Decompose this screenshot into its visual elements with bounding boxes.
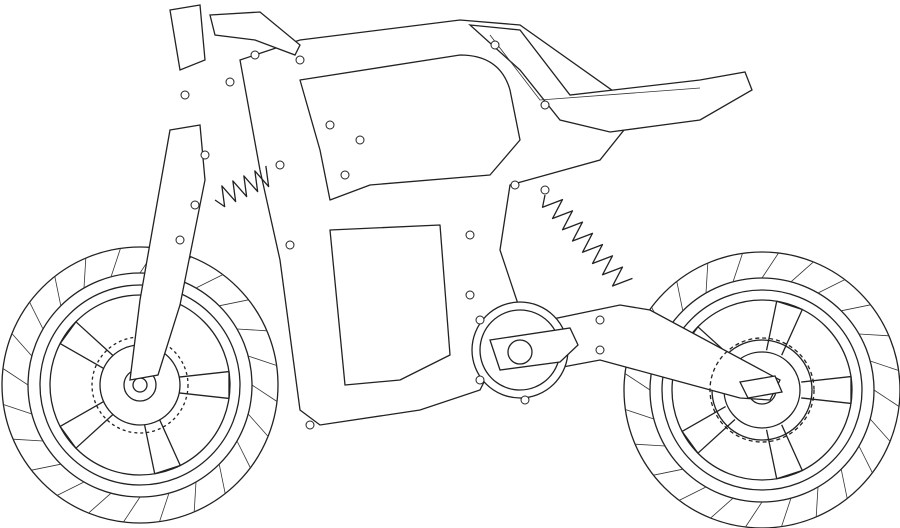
tire-tread — [195, 274, 223, 289]
tire-tread — [193, 481, 197, 512]
frame-bolts — [175, 40, 605, 430]
rear-shock — [541, 194, 633, 287]
motor — [471, 301, 579, 399]
bolt — [225, 77, 235, 87]
bolt — [190, 200, 200, 210]
bolt — [285, 240, 295, 250]
tire-tread — [83, 258, 87, 289]
frame — [239, 19, 641, 426]
bolt — [340, 170, 350, 180]
tire-tread — [873, 389, 900, 407]
wheel-spoke — [681, 406, 736, 454]
tire-tread — [732, 253, 743, 282]
wheel-spoke — [143, 419, 181, 475]
tire-tread — [57, 481, 85, 496]
tire-tread — [236, 328, 267, 332]
tire-tread — [3, 404, 32, 415]
wheel-spoke — [179, 370, 230, 400]
bolt — [510, 180, 520, 190]
tire-tread — [236, 440, 251, 468]
rear-sprocket — [709, 337, 815, 443]
tire-tread — [858, 333, 889, 337]
bolt — [595, 345, 605, 355]
bolt — [180, 90, 190, 100]
tire-tread — [781, 498, 792, 527]
tire-tread — [625, 409, 654, 420]
bolt — [295, 55, 305, 65]
tire-tread — [790, 261, 814, 283]
tire-tread — [745, 501, 763, 528]
tire-tread — [54, 276, 62, 306]
front-wheel — [1, 246, 279, 524]
handlebar — [209, 11, 301, 56]
tire-tread — [817, 279, 845, 294]
bolt — [305, 420, 315, 430]
tire-tread — [2, 368, 29, 386]
bolt — [250, 50, 260, 60]
tire-tread — [815, 486, 819, 517]
tire-tread — [840, 469, 848, 499]
tire-tread — [841, 304, 871, 312]
tire-tread — [653, 468, 683, 476]
wheel-spoke — [59, 321, 114, 369]
battery — [329, 224, 451, 386]
tire-tread — [858, 445, 873, 473]
chain-adjuster — [739, 375, 783, 399]
bolt — [200, 150, 210, 160]
tire-tread — [88, 492, 112, 514]
tire-tread — [123, 496, 141, 523]
bolt — [595, 315, 605, 325]
tire-tread — [705, 263, 709, 294]
tire-tread — [870, 360, 899, 371]
tire-tread — [29, 302, 44, 330]
tire-tread — [679, 486, 707, 501]
front-shock — [214, 165, 270, 208]
tire-tread — [710, 497, 734, 519]
bolt — [490, 40, 500, 50]
bolt — [540, 185, 550, 195]
tire-tread — [248, 355, 277, 366]
tire-tread — [251, 384, 278, 402]
bolt — [475, 375, 485, 385]
bolt — [465, 290, 475, 300]
bolt — [275, 160, 285, 170]
tire-tread — [13, 438, 44, 442]
bolt — [325, 120, 335, 130]
tire-tread — [219, 299, 249, 307]
tire-tread — [110, 248, 121, 277]
bolt — [175, 235, 185, 245]
tire-tread — [11, 333, 33, 357]
tire-tread — [624, 373, 651, 391]
tire-tread — [218, 464, 226, 494]
tire-tread — [635, 443, 666, 447]
bolt — [465, 230, 475, 240]
bolt — [355, 135, 365, 145]
wheel-spoke — [765, 424, 803, 480]
bolt — [540, 100, 550, 110]
tire-tread — [869, 418, 891, 442]
tire-tread — [676, 281, 684, 311]
bolt — [475, 315, 485, 325]
tire-tread — [159, 493, 170, 522]
bolt — [520, 395, 530, 405]
front-fork — [129, 124, 206, 381]
wheel-spoke — [765, 300, 803, 356]
tire-tread — [247, 413, 269, 437]
wheel-spoke — [801, 375, 852, 405]
wheel-spoke — [59, 401, 114, 449]
headlight — [169, 4, 206, 71]
tire-tread — [31, 463, 61, 471]
tire-tread — [761, 252, 779, 279]
